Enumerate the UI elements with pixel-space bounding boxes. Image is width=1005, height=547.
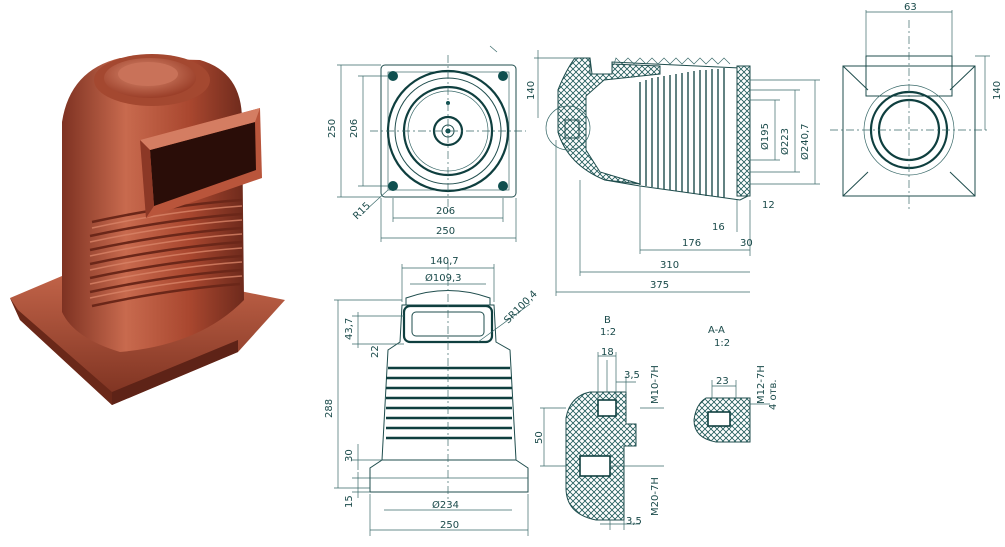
detail-b-thread-m10: M10-7H <box>650 365 661 404</box>
section-a-a: A-A 1:2 23 M12-7H 4 отв. <box>693 325 779 443</box>
front-dim-d109-3: Ø109,3 <box>425 272 462 284</box>
side-dim-16: 16 <box>712 222 725 233</box>
detail-b-dim-3-5-top: 3,5 <box>624 370 640 381</box>
section-a-a-dim-23: 23 <box>716 376 729 387</box>
side-dim-375: 375 <box>650 280 669 291</box>
detail-b-hole-m10 <box>597 399 617 417</box>
side-section-ribs <box>639 68 725 198</box>
front-dim-43-7: 43,7 <box>344 318 355 340</box>
front-dim-15: 15 <box>344 495 355 508</box>
front-dim-250: 250 <box>440 520 459 531</box>
front-dim-140-7: 140,7 <box>430 256 459 267</box>
front-view-ribs <box>386 366 512 440</box>
detail-b: B 1:2 18 3,5 M10-7H 50 M20-7H 3,5 <box>534 315 664 530</box>
side-dim-140: 140 <box>526 81 537 100</box>
top-view-dim-250-vertical: 250 <box>327 119 338 138</box>
side-dim-d240-7: Ø240,7 <box>799 124 811 161</box>
detail-b-thread-m20: M20-7H <box>650 477 661 516</box>
top-view-dim-206-vertical: 206 <box>349 119 360 138</box>
side-section-view: Ø195 Ø223 Ø240,7 140 16 12 176 30 310 37… <box>526 50 820 296</box>
side-dim-d223: Ø223 <box>779 128 791 155</box>
detail-b-dim-50: 50 <box>534 431 545 444</box>
top-view-dim-206-horizontal: 206 <box>436 206 455 217</box>
detail-b-dim-3-5-bottom: 3,5 <box>626 516 642 527</box>
side-dim-310: 310 <box>660 260 679 271</box>
top-view-dim-250-horizontal: 250 <box>436 226 455 237</box>
mount-hole-tl <box>388 71 398 81</box>
section-a-a-title: A-A <box>708 325 725 336</box>
mount-hole-br <box>498 181 508 191</box>
front-dim-30: 30 <box>344 449 355 462</box>
section-a-a-thread-m12: M12-7H <box>756 365 767 404</box>
front-view: 140,7 Ø109,3 SR100,4 43,7 22 288 30 15 Ø… <box>324 256 540 536</box>
render-window-flange <box>140 108 262 218</box>
detail-b-scale: 1:2 <box>600 327 616 338</box>
end-view: 63 140 <box>830 2 1003 212</box>
side-dim-d195: Ø195 <box>759 123 771 150</box>
front-dim-sr100-4: SR100,4 <box>502 289 539 326</box>
top-view: 250 206 R15 206 250 <box>327 45 526 242</box>
side-dim-12: 12 <box>762 200 775 211</box>
mount-hole-bl <box>388 181 398 191</box>
front-dim-22: 22 <box>370 345 381 358</box>
detail-b-dim-18: 18 <box>601 347 614 358</box>
mount-hole-tr <box>498 71 508 81</box>
end-view-dim-63: 63 <box>904 2 917 13</box>
section-a-a-hole-m12 <box>707 411 731 427</box>
detail-b-hole-m20 <box>579 455 611 477</box>
front-dim-288: 288 <box>324 399 335 418</box>
end-view-dim-140: 140 <box>992 81 1003 100</box>
side-dim-30: 30 <box>740 238 753 249</box>
front-dim-d234: Ø234 <box>432 499 459 511</box>
section-a-a-hole-count: 4 отв. <box>768 379 779 410</box>
top-view-hole-label: R15 <box>351 200 373 222</box>
side-dim-176: 176 <box>682 238 701 249</box>
section-a-a-scale: 1:2 <box>714 338 730 349</box>
product-render <box>10 54 285 405</box>
detail-b-title: B <box>604 315 611 326</box>
